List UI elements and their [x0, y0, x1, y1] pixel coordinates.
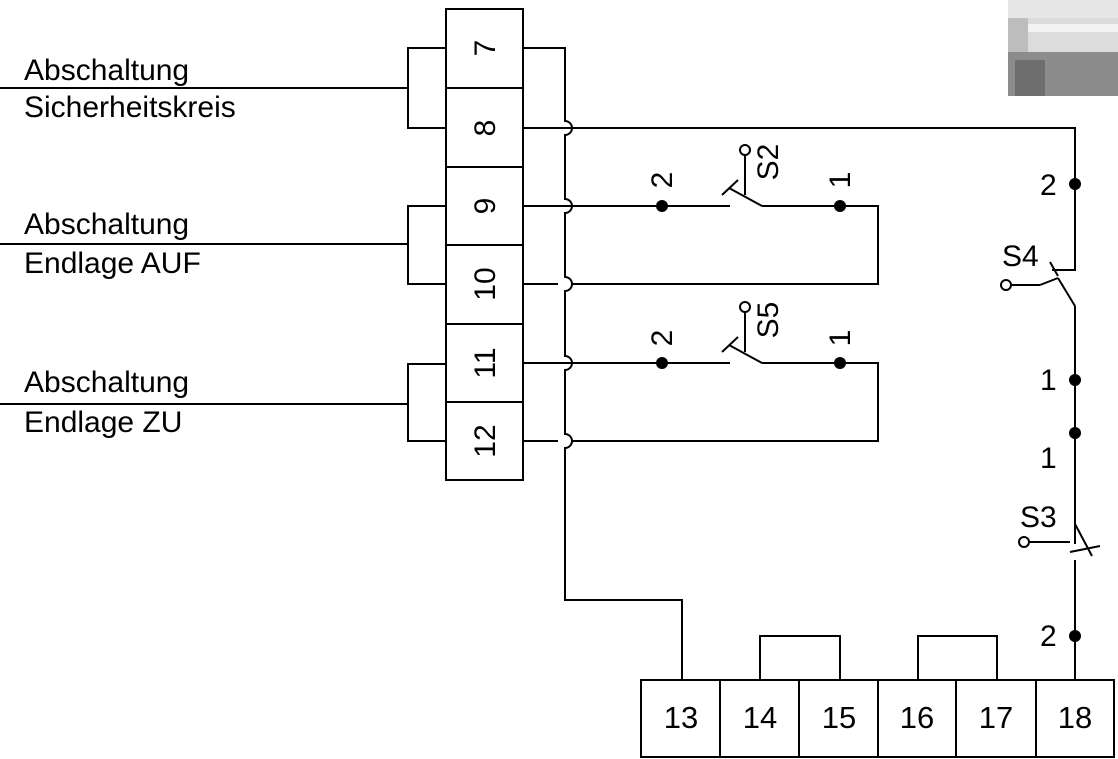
terminal-label: 10 [469, 267, 502, 300]
pin-label: 2 [646, 172, 679, 189]
pin-label: 2 [1040, 169, 1057, 202]
terminal-label: 8 [469, 120, 502, 137]
terminal-label: 17 [979, 700, 1013, 735]
pin-label: 1 [824, 172, 857, 189]
switch-s2-circuit: 2 1 S2 [523, 144, 879, 285]
pin-label: 1 [1040, 442, 1057, 475]
terminal-label: 9 [469, 198, 502, 215]
terminal-label: 7 [469, 40, 502, 57]
switch-s5-circuit: 2 1 S5 [523, 301, 879, 442]
pin-label: 1 [824, 330, 857, 347]
terminal-block-bottom: 13 14 15 16 17 18 [640, 679, 1115, 758]
pin-label: 1 [1040, 364, 1057, 397]
terminal-label: 13 [664, 700, 698, 735]
terminal-label: 14 [743, 700, 777, 735]
wire-8-to-s4 [523, 127, 1076, 271]
pin-label: 2 [646, 330, 679, 347]
terminal-label: 16 [900, 700, 934, 735]
terminal-label: 11 [469, 347, 502, 378]
bridge-14-15 [759, 635, 841, 680]
label-group-end-closed: Abschaltung Endlage ZU [0, 363, 446, 442]
label-group-end-open: Abschaltung Endlage AUF [0, 205, 446, 285]
pin-label: 2 [1040, 620, 1057, 653]
terminal-label: 15 [822, 700, 856, 735]
group-label-line1: Abschaltung [24, 54, 189, 87]
group-label-line2: Endlage AUF [24, 247, 201, 280]
terminal-block-vertical: 7 8 9 10 11 12 [445, 8, 524, 481]
switch-s4: 2 1 S4 [1000, 169, 1081, 544]
switch-label: S2 [752, 144, 785, 181]
label-group-safety-circuit: Abschaltung Sicherheitskreis [0, 47, 446, 129]
group-label-line2: Sicherheitskreis [24, 91, 236, 124]
switch-s3: 1 2 S3 [1018, 442, 1101, 680]
terminal-label: 12 [469, 424, 502, 457]
group-label-line2: Endlage ZU [24, 406, 182, 439]
switch-label: S3 [1020, 501, 1057, 534]
terminal-label: 18 [1058, 700, 1092, 735]
group-label-line1: Abschaltung [24, 208, 189, 241]
device-photo-thumbnail [1008, 0, 1118, 96]
group-label-line1: Abschaltung [24, 366, 189, 399]
switch-label: S4 [1002, 240, 1039, 273]
bridge-16-17 [917, 635, 998, 680]
switch-label: S5 [752, 302, 785, 339]
wire-7-to-13 [523, 47, 683, 680]
